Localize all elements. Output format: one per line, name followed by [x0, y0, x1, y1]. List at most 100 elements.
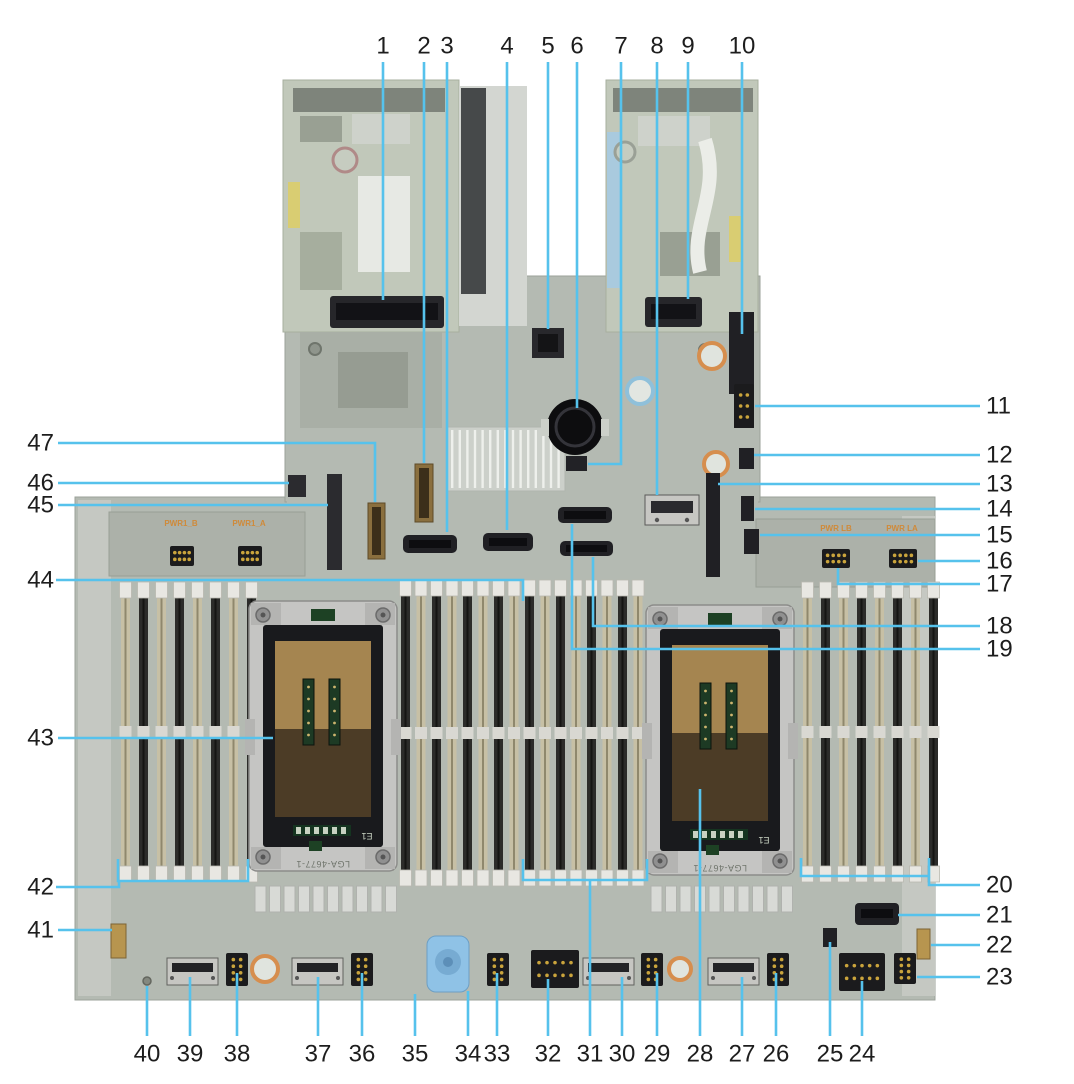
dimm-latch-top [476, 579, 490, 597]
pwr1-a-label: PWR1_A [232, 519, 266, 528]
dimm-mid-notch [585, 727, 598, 739]
socket-key-dot [307, 709, 310, 713]
socket-label-dot [323, 827, 328, 834]
conn-37-mcio-slot [297, 963, 338, 972]
conn-27-mcio-screw [752, 976, 756, 980]
socket-pad-lower [275, 729, 371, 817]
callout-number-9: 9 [681, 33, 694, 60]
dimm-latch-top [554, 579, 567, 597]
dimm-latch-top [227, 581, 240, 599]
riser1-io-row [293, 88, 445, 112]
dimm-mid-notch [137, 726, 150, 738]
dimm-group-bracket-1 [116, 859, 250, 883]
conn-14-header [741, 496, 754, 521]
conn-45-header [327, 474, 342, 570]
conn-36-header-pin [356, 957, 361, 962]
conn-29-header [641, 953, 663, 986]
dimm-mid-notch [492, 727, 505, 739]
dimm-mid-notch [601, 727, 613, 739]
conn-36-header-pin [356, 977, 361, 982]
conn-33-header-pin [499, 964, 504, 968]
callout-number-27: 27 [729, 1041, 756, 1068]
conn-23-header-pin [906, 969, 911, 974]
callout-number-26: 26 [763, 1041, 790, 1068]
socket-side-tab [391, 719, 401, 755]
dimm-mid-notch [927, 726, 940, 738]
callout-number-8: 8 [650, 33, 663, 60]
conn-5-key [538, 334, 558, 352]
conn-26-header [767, 953, 789, 986]
socket-label-dot [314, 827, 319, 834]
dimm-latch-bottom [155, 865, 168, 883]
conn-pwr1a-pin [250, 557, 255, 562]
dimm-latch-top [137, 581, 150, 599]
dimm-latch-top [891, 581, 904, 599]
vrm-cap [283, 885, 296, 913]
conn-29-header-pin [653, 964, 658, 968]
conn-24-backplane-pin [860, 963, 864, 968]
callout-number-5: 5 [541, 33, 554, 60]
dimm-latch-top [155, 581, 168, 599]
conn-16-pwr-la-pin [909, 559, 914, 564]
conn-pwr1a-pin [250, 550, 255, 555]
socket-key-dot [333, 709, 336, 713]
conn-32-backplane [531, 950, 579, 988]
riser1-slot-key [336, 303, 438, 320]
socket-key-dot [307, 721, 310, 725]
callout-number-37: 37 [305, 1041, 332, 1068]
conn-pwr1b-pin [187, 550, 191, 555]
callout-number-3: 3 [440, 33, 453, 60]
conn-13-slot [706, 473, 720, 577]
dimm-latch-top [616, 579, 629, 597]
board-screw [308, 342, 322, 356]
conn-16-pwr-la-pin [892, 553, 897, 558]
heatsink-fin [519, 430, 522, 488]
dimm-mid-notch [570, 727, 582, 739]
left-edge-band [78, 500, 111, 996]
callout-number-19: 19 [986, 636, 1013, 663]
conn-23-header-pin [899, 969, 904, 974]
conn-pwr1a-pin [245, 550, 250, 555]
callout-number-36: 36 [349, 1041, 376, 1068]
dimm-latch-bottom [191, 865, 204, 883]
vrm-cap [650, 885, 663, 913]
dimm-latch-top [523, 579, 536, 597]
callout-number-18: 18 [986, 613, 1013, 640]
riser1-screw [331, 146, 359, 174]
conn-7-header [566, 456, 587, 471]
dimm-mid-notch [909, 726, 922, 738]
coin-cell-ring [554, 406, 596, 448]
conn-11-pins-pin [745, 404, 750, 408]
dimm-latch-top [631, 579, 645, 597]
vrm-cap [781, 885, 793, 913]
conn-pwr1b [170, 546, 194, 566]
cpu-socket-label: LGA-4677-1 [296, 859, 350, 869]
dimm-latch-bottom [492, 869, 505, 887]
conn-pwr1a [238, 546, 262, 566]
dimm-latch-bottom [119, 865, 132, 883]
conn-21-key [861, 909, 893, 918]
socket-key-dot [730, 701, 733, 705]
conn-16-pwr-la-pin [898, 553, 902, 558]
conn-36-header-pin [356, 964, 361, 968]
conn-33-header-pin [492, 977, 497, 982]
socket-label-dot [702, 831, 707, 838]
dimm-latch-top [492, 579, 505, 597]
socket-key-dot [730, 713, 733, 717]
conn-17-pwr-lb-pin [831, 559, 835, 564]
conn-16-pwr-la-pin [892, 559, 897, 564]
conn-11-pins-pin [738, 415, 743, 419]
conn-4-key [489, 538, 527, 546]
socket-tab-green [708, 613, 732, 625]
conn-47-pins [372, 507, 381, 555]
standoff-orange [702, 450, 730, 478]
dimm-latch-bottom [173, 865, 186, 883]
callout-number-28: 28 [687, 1041, 714, 1068]
riser2-screw [613, 140, 637, 164]
socket-side-tab [642, 723, 652, 759]
callout-line-19 [570, 524, 980, 651]
dimm-mid-notch [155, 726, 168, 738]
conn-24-backplane-pin [844, 963, 849, 968]
conn-23-header-pin [899, 976, 904, 980]
